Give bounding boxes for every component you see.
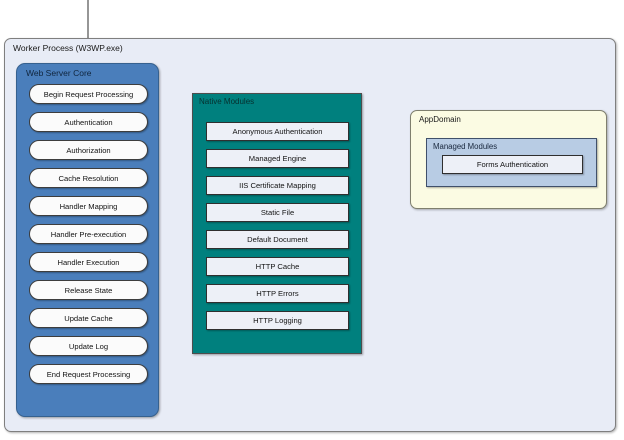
stage-handler-mapping[interactable]: Handler Mapping [29,196,148,216]
stage-update-cache[interactable]: Update Cache [29,308,148,328]
module-iis-certificate-mapping[interactable]: IIS Certificate Mapping [206,176,349,195]
web-server-core-panel: Web Server Core Begin Request Processing… [16,63,159,417]
module-default-document[interactable]: Default Document [206,230,349,249]
module-http-cache[interactable]: HTTP Cache [206,257,349,276]
stage-authorization[interactable]: Authorization [29,140,148,160]
stage-begin-request-processing[interactable]: Begin Request Processing [29,84,148,104]
managed-module-forms-authentication[interactable]: Forms Authentication [442,155,583,174]
stage-end-request-processing[interactable]: End Request Processing [29,364,148,384]
stage-update-log[interactable]: Update Log [29,336,148,356]
stage-release-state[interactable]: Release State [29,280,148,300]
stage-handler-pre-execution[interactable]: Handler Pre-execution [29,224,148,244]
app-domain-title: AppDomain [419,115,461,124]
module-managed-engine[interactable]: Managed Engine [206,149,349,168]
managed-modules-panel: Managed Modules Forms Authentication [426,138,597,187]
web-server-core-stage-list: Begin Request Processing Authentication … [29,84,148,392]
managed-modules-title: Managed Modules [433,142,498,151]
web-server-core-title: Web Server Core [26,68,92,78]
module-http-errors[interactable]: HTTP Errors [206,284,349,303]
stage-handler-execution[interactable]: Handler Execution [29,252,148,272]
native-modules-list: Anonymous Authentication Managed Engine … [206,122,349,338]
module-http-logging[interactable]: HTTP Logging [206,311,349,330]
native-modules-panel: Native Modules Anonymous Authentication … [192,93,362,354]
module-anonymous-authentication[interactable]: Anonymous Authentication [206,122,349,141]
stage-cache-resolution[interactable]: Cache Resolution [29,168,148,188]
module-static-file[interactable]: Static File [206,203,349,222]
worker-process-title: Worker Process (W3WP.exe) [13,43,123,53]
stage-authentication[interactable]: Authentication [29,112,148,132]
native-modules-title: Native Modules [199,97,255,106]
app-domain-panel: AppDomain Managed Modules Forms Authenti… [410,110,607,209]
